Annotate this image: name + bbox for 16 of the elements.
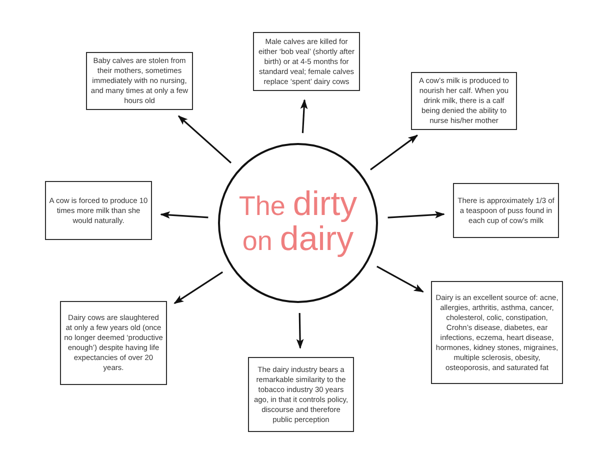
arrow <box>160 211 208 219</box>
arrow <box>178 115 232 164</box>
fact-box <box>45 181 152 240</box>
fact-box <box>431 281 563 384</box>
arrow <box>370 134 418 170</box>
fact-box <box>453 183 559 238</box>
fact-box <box>411 72 517 130</box>
arrow <box>296 312 304 349</box>
arrow <box>388 211 445 218</box>
title-circle <box>218 143 378 303</box>
arrow <box>174 271 224 304</box>
fact-box <box>248 357 354 432</box>
fact-box <box>60 301 167 385</box>
title-text: The dirty on dairy <box>238 188 358 258</box>
arrow <box>300 99 308 134</box>
arrow <box>376 266 424 292</box>
